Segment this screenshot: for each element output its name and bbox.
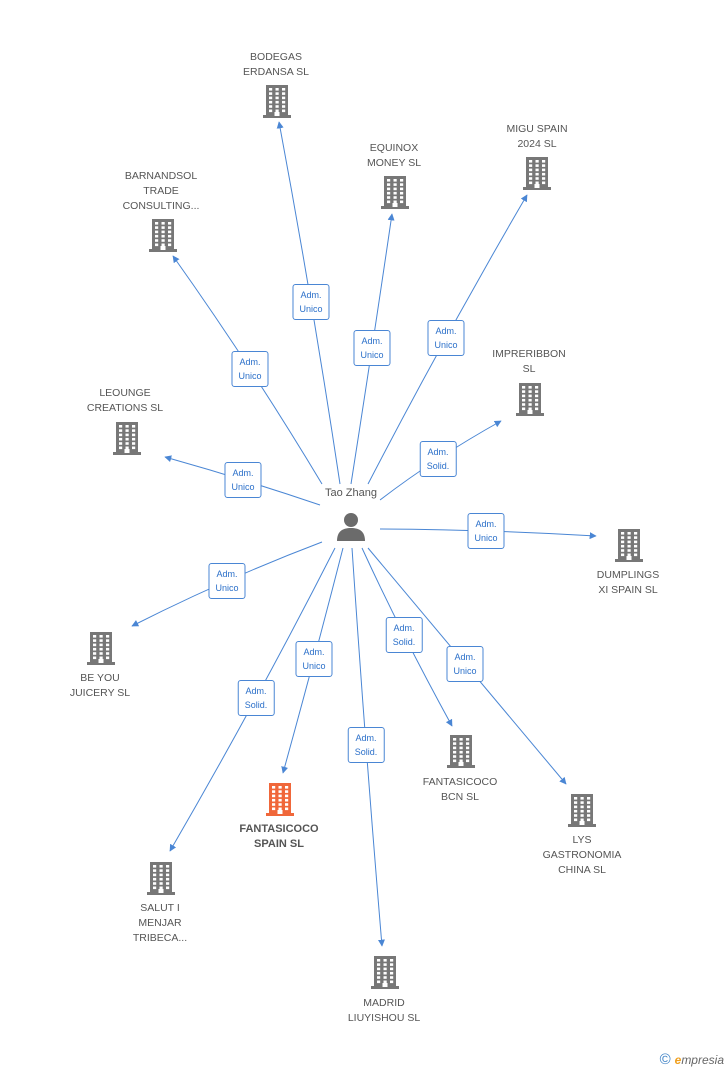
company-name-madrid[interactable]: MADRID LIUYISHOU SL: [348, 996, 420, 1026]
building-icon-barnandsol[interactable]: [148, 218, 178, 252]
copyright-icon: ©: [659, 1051, 671, 1068]
role-badge-line: Solid.: [426, 461, 450, 471]
building-icon-equinox[interactable]: [380, 175, 410, 209]
company-name-fantasicoco_spain[interactable]: FANTASICOCO SPAIN SL: [239, 822, 318, 852]
company-name-line: TRADE: [143, 185, 179, 197]
building-icon-bodegas[interactable]: [262, 84, 292, 118]
role-badge-line: Adm.: [239, 357, 261, 367]
company-name-line: ERDANSA SL: [243, 66, 309, 78]
role-badge-fantasicoco_spain: Adm. Unico: [295, 641, 333, 677]
company-name-salut[interactable]: SALUT I MENJAR TRIBECA...: [133, 901, 187, 946]
company-name-line: 2024 SL: [517, 138, 557, 150]
company-name-line: DUMPLINGS: [596, 569, 660, 581]
role-badge-madrid: Adm. Solid.: [347, 727, 385, 763]
role-badge-line: Adm.: [355, 733, 377, 743]
company-name-line: BE YOU: [80, 672, 120, 684]
role-badge-line: Unico: [360, 350, 384, 360]
role-badge-line: Unico: [434, 340, 458, 350]
company-name-line: FANTASICOCO: [422, 776, 498, 788]
role-badge-line: Unico: [299, 304, 323, 314]
role-badge-line: Solid.: [392, 637, 416, 647]
role-badge-line: Solid.: [244, 700, 268, 710]
role-badge-line: Unico: [238, 371, 262, 381]
company-name-line: SPAIN SL: [254, 838, 304, 850]
company-name-line: LEOUNGE: [99, 387, 151, 399]
role-badge-line: Unico: [453, 666, 477, 676]
company-name-line: IMPRERIBBON: [492, 348, 566, 360]
role-badge-line: Solid.: [354, 747, 378, 757]
footer-brand: © empresia: [660, 1051, 724, 1068]
role-badge-line: Unico: [231, 482, 255, 492]
role-badge-leounge: Adm. Unico: [224, 462, 262, 498]
building-icon-beyou[interactable]: [86, 631, 116, 665]
building-icon-salut[interactable]: [146, 861, 176, 895]
person-name: Tao Zhang: [325, 487, 377, 499]
company-name-barnandsol[interactable]: BARNANDSOL TRADE CONSULTING...: [123, 169, 200, 214]
person-icon[interactable]: [335, 511, 367, 543]
company-name-line: BCN SL: [441, 791, 479, 803]
role-badge-migu: Adm. Unico: [427, 320, 465, 356]
building-icon-migu[interactable]: [522, 156, 552, 190]
role-badge-line: Unico: [302, 661, 326, 671]
role-badge-barnandsol: Adm. Unico: [231, 351, 269, 387]
company-name-line: JUICERY SL: [69, 687, 131, 699]
company-name-impreribbon[interactable]: IMPRERIBBON SL: [492, 347, 566, 377]
role-badge-equinox: Adm. Unico: [353, 330, 391, 366]
company-name-line: GASTRONOMIA: [542, 849, 622, 861]
role-badge-salut: Adm. Solid.: [237, 680, 275, 716]
brand-logo[interactable]: empresia: [674, 1052, 724, 1067]
role-badge-line: Adm.: [427, 447, 449, 457]
company-name-line: MONEY SL: [366, 157, 422, 169]
role-badge-line: Unico: [474, 533, 498, 543]
company-name-line: FANTASICOCO: [239, 823, 319, 835]
company-name-equinox[interactable]: EQUINOX MONEY SL: [367, 141, 421, 171]
company-name-line: MADRID: [363, 997, 405, 1009]
role-badge-line: Adm.: [475, 519, 497, 529]
company-name-migu[interactable]: MIGU SPAIN 2024 SL: [506, 122, 567, 152]
role-badge-beyou: Adm. Unico: [208, 563, 246, 599]
company-name-beyou[interactable]: BE YOU JUICERY SL: [70, 671, 130, 701]
company-name-line: CONSULTING...: [122, 200, 200, 212]
company-name-leounge[interactable]: LEOUNGE CREATIONS SL: [87, 386, 163, 416]
company-name-line: MENJAR: [138, 917, 182, 929]
company-name-line: MIGU SPAIN: [506, 123, 568, 135]
building-icon-dumplings[interactable]: [614, 528, 644, 562]
role-badge-line: Adm.: [216, 569, 238, 579]
role-badge-impreribbon: Adm. Solid.: [419, 441, 457, 477]
building-icon-fantasicoco_bcn[interactable]: [446, 734, 476, 768]
role-badge-bodegas: Adm. Unico: [292, 284, 330, 320]
role-badge-line: Adm.: [300, 290, 322, 300]
role-badge-line: Unico: [215, 583, 239, 593]
company-name-line: EQUINOX: [369, 142, 419, 154]
building-icon-fantasicoco_spain[interactable]: [265, 782, 295, 816]
company-name-line: TRIBECA...: [132, 932, 188, 944]
role-badge-line: Adm.: [454, 652, 476, 662]
company-name-line: BODEGAS: [250, 51, 302, 63]
company-name-lys[interactable]: LYS GASTRONOMIA CHINA SL: [543, 833, 622, 878]
company-name-bodegas[interactable]: BODEGAS ERDANSA SL: [243, 50, 309, 80]
company-name-line: SL: [522, 363, 536, 375]
company-name-fantasicoco_bcn[interactable]: FANTASICOCO BCN SL: [423, 775, 497, 805]
company-name-line: CHINA SL: [558, 864, 606, 876]
building-icon-impreribbon[interactable]: [515, 382, 545, 416]
role-badge-line: Adm.: [361, 336, 383, 346]
role-badge-line: Adm.: [393, 623, 415, 633]
company-name-line: CREATIONS SL: [86, 402, 164, 414]
role-badge-fantasicoco_bcn: Adm. Solid.: [385, 617, 423, 653]
role-badge-line: Adm.: [303, 647, 325, 657]
company-name-line: XI SPAIN SL: [598, 584, 658, 596]
building-icon-leounge[interactable]: [112, 421, 142, 455]
building-icon-madrid[interactable]: [370, 955, 400, 989]
role-badge-lys: Adm. Unico: [446, 646, 484, 682]
company-name-line: LIUYISHOU SL: [347, 1012, 421, 1024]
company-name-dumplings[interactable]: DUMPLINGS XI SPAIN SL: [597, 568, 659, 598]
role-badge-line: Adm.: [435, 326, 457, 336]
company-name-line: LYS: [572, 834, 592, 846]
company-name-line: BARNANDSOL: [124, 170, 198, 182]
building-icon-lys[interactable]: [567, 793, 597, 827]
role-badge-dumplings: Adm. Unico: [467, 513, 505, 549]
role-badge-line: Adm.: [232, 468, 254, 478]
role-badge-line: Adm.: [245, 686, 267, 696]
company-name-line: SALUT I: [140, 902, 180, 914]
